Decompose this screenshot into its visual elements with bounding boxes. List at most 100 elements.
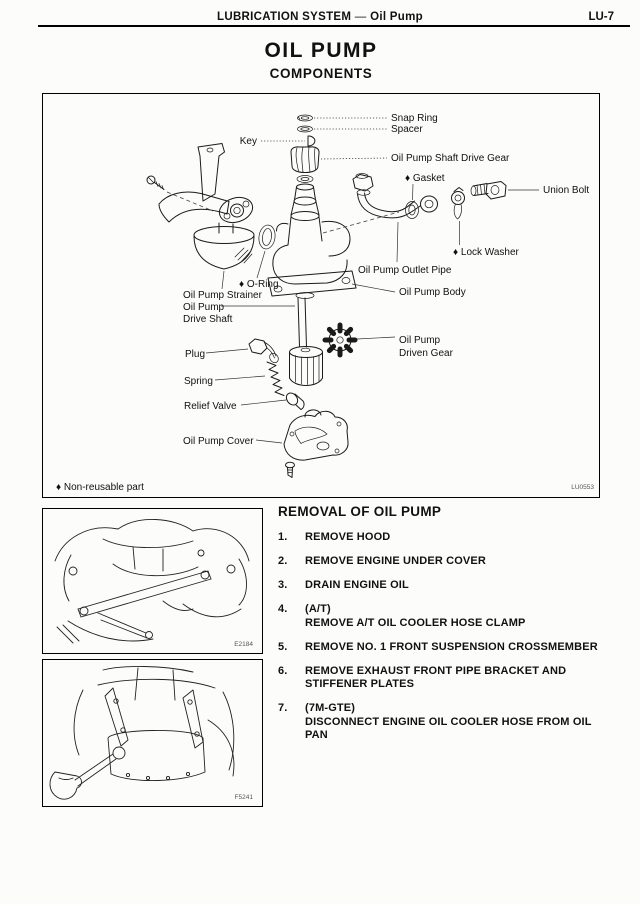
- label-spring: Spring: [184, 376, 213, 387]
- snap-ring-part: [297, 114, 313, 122]
- spacer-part: [297, 125, 313, 133]
- step-text: REMOVE NO. 1 FRONT SUSPENSION CROSSMEMBE…: [305, 641, 602, 655]
- label-body: Oil Pump Body: [399, 287, 466, 298]
- components-diagram-box: Snap Ring Spacer Key Oil Pump Shaft Driv…: [42, 93, 600, 498]
- gasket-leader: [412, 183, 414, 201]
- label-spacer: Spacer: [391, 124, 423, 135]
- oil-pump-body-part: [267, 183, 357, 299]
- driven-gear-part: [322, 322, 358, 358]
- label-snap-ring: Snap Ring: [391, 113, 438, 124]
- driven-gear-leader: [356, 336, 396, 340]
- oil-pump-cover-part: [283, 409, 349, 461]
- label-union-bolt: Union Bolt: [543, 185, 589, 196]
- figure-stiffener-box: F5241: [42, 659, 263, 807]
- removal-step: 3. DRAIN ENGINE OIL: [278, 579, 602, 593]
- crossmember-sketch: [54, 519, 250, 644]
- step-number: 2.: [278, 555, 288, 567]
- label-shaft-drive-gear: Oil Pump Shaft Drive Gear: [391, 153, 510, 164]
- label-gasket: ♦ Gasket: [405, 173, 445, 184]
- step-line: DISCONNECT ENGINE OIL COOLER HOSE FROM O…: [305, 715, 592, 742]
- label-cover: Oil Pump Cover: [183, 436, 254, 447]
- diagram-figure-code: LU0553: [571, 484, 594, 491]
- o-ring-leader: [256, 250, 266, 279]
- body-leader: [351, 283, 396, 293]
- outlet-pipe-part: [352, 173, 438, 219]
- step-line: REMOVE ENGINE UNDER COVER: [305, 555, 486, 567]
- header-system: LUBRICATION SYSTEM: [217, 11, 352, 23]
- o-ring-part: [258, 224, 276, 250]
- label-lock-washer: ♦ Lock Washer: [453, 247, 520, 258]
- step-text: DRAIN ENGINE OIL: [305, 579, 602, 593]
- drive-shaft-gear-part: [289, 346, 323, 386]
- step-number: 3.: [278, 579, 288, 591]
- plug-part: [248, 338, 279, 364]
- label-key: Key: [240, 136, 257, 147]
- page-number: LU-7: [588, 11, 614, 23]
- removal-step: 7. (7M-GTE)DISCONNECT ENGINE OIL COOLER H…: [278, 702, 602, 743]
- step-number: 1.: [278, 531, 288, 543]
- label-outlet-pipe: Oil Pump Outlet Pipe: [358, 265, 452, 276]
- step-text: REMOVE ENGINE UNDER COVER: [305, 555, 602, 569]
- figure-code-f5241: F5241: [235, 794, 254, 801]
- label-drive-shaft-1: Oil Pump: [183, 302, 225, 313]
- label-strainer: Oil Pump Strainer: [183, 290, 263, 301]
- label-driven-gear-2: Driven Gear: [399, 348, 454, 359]
- pipe-alignment-dash: [322, 211, 400, 234]
- step-text: (7M-GTE)DISCONNECT ENGINE OIL COOLER HOS…: [305, 702, 602, 743]
- strainer-leader: [221, 270, 225, 290]
- step-line: DRAIN ENGINE OIL: [305, 579, 409, 591]
- step-line: (7M-GTE): [305, 702, 356, 714]
- step-text: (A/T)REMOVE A/T OIL COOLER HOSE CLAMP: [305, 603, 602, 630]
- gasket-part: [405, 201, 419, 219]
- key-part: [307, 135, 316, 147]
- stiffener-sketch: [49, 666, 235, 800]
- step-line: STIFFENER PLATES: [305, 678, 415, 690]
- step-line: REMOVE EXHAUST FRONT PIPE BRACKET AND: [305, 664, 567, 677]
- shaft-drive-gear-part: [290, 146, 320, 173]
- plug-leader: [205, 348, 249, 354]
- label-o-ring: ♦ O-Ring: [239, 279, 279, 290]
- drive-shaft-part: [297, 297, 307, 348]
- figure-stiffener-illustration: F5241: [49, 666, 254, 801]
- step-text: REMOVE HOOD: [305, 531, 602, 545]
- step-line: REMOVE HOOD: [305, 531, 391, 543]
- section-heading: COMPONENTS: [269, 66, 373, 81]
- spring-part: [266, 361, 285, 396]
- strainer-bracket-part: [158, 143, 254, 234]
- step-line: REMOVE A/T OIL COOLER HOSE CLAMP: [305, 616, 526, 629]
- removal-step: 5. REMOVE NO. 1 FRONT SUSPENSION CROSSMEM…: [278, 641, 602, 655]
- washer-part: [296, 175, 314, 183]
- removal-step: 1. REMOVE HOOD: [278, 531, 602, 545]
- step-number: 5.: [278, 640, 288, 653]
- figure-crossmember-illustration: E2184: [54, 519, 253, 648]
- relief-valve-leader: [240, 399, 287, 406]
- label-relief-valve: Relief Valve: [184, 401, 237, 412]
- label-driven-gear-1: Oil Pump: [399, 335, 441, 346]
- figure-crossmember-box: E2184: [42, 508, 263, 654]
- label-drive-shaft-2: Drive Shaft: [183, 314, 233, 325]
- page-title: OIL PUMP: [264, 39, 378, 62]
- figure-code-e2184: E2184: [234, 641, 253, 648]
- cover-screw-part: [285, 461, 295, 478]
- relief-valve-part: [285, 392, 305, 410]
- header-separator: —: [354, 11, 367, 23]
- bolt-alignment-dash: [166, 191, 214, 212]
- outlet-pipe-leader: [396, 221, 399, 263]
- step-line: REMOVE NO. 1 FRONT SUSPENSION CROSSMEMBE…: [305, 640, 598, 653]
- step-number: 6.: [278, 664, 288, 677]
- header-topic: Oil Pump: [370, 11, 423, 23]
- shaft-drive-gear-leader: [320, 157, 388, 160]
- spring-leader: [214, 375, 266, 381]
- components-diagram: Snap Ring Spacer Key Oil Pump Shaft Driv…: [56, 113, 594, 493]
- header-rule: [38, 25, 630, 27]
- removal-step: 2. REMOVE ENGINE UNDER COVER: [278, 555, 602, 569]
- removal-step: 4.(A/T)REMOVE A/T OIL COOLER HOSE CLAMP: [278, 603, 602, 630]
- step-number: 7.: [278, 702, 288, 714]
- lock-washer-part: [451, 187, 465, 220]
- strainer-part: [193, 226, 255, 270]
- non-reusable-footnote: ♦ Non-reusable part: [56, 482, 144, 493]
